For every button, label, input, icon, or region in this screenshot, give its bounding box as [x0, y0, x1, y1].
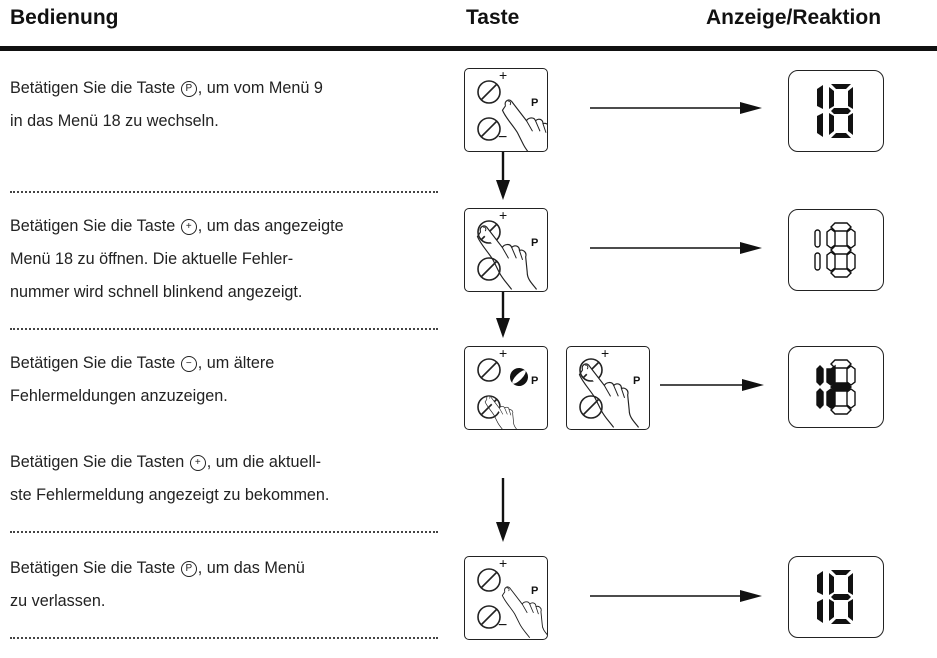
keypad-plus-label: +: [499, 68, 508, 83]
p-key-symbol-icon: P: [180, 561, 197, 577]
keypad-p-label: P: [531, 585, 539, 597]
keypad-p-label: P: [531, 97, 539, 109]
display-digits-18: [817, 570, 853, 624]
step-5-line-1-pre: Betätigen Sie die Taste: [10, 559, 176, 577]
column-header-key: Taste: [466, 6, 520, 29]
display-digits-18: [817, 84, 853, 138]
step-5-line-2: zu verlassen.: [10, 592, 106, 610]
step-2-text: Betätigen Sie die Taste +, um das angeze…: [10, 210, 438, 309]
column-header-operation: Bedienung: [10, 6, 119, 29]
hand-pressing-icon: [477, 393, 527, 430]
step-2-line-2: Menü 18 zu öffnen. Die aktuelle Fehler-: [10, 250, 294, 268]
keypad-press-p: + − P: [464, 68, 548, 152]
keypad-plus-label: +: [601, 346, 610, 361]
step-1-line-1-pre: Betätigen Sie die Taste: [10, 79, 176, 97]
hand-pressing-icon: [501, 95, 548, 152]
step-4-line-2: ste Fehlermeldung angezeigt zu bekommen.: [10, 486, 330, 504]
keypad-plus-label: +: [499, 556, 508, 571]
keypad-press-plus: + P: [464, 208, 548, 292]
step-3-line-1-post: , um ältere: [197, 354, 275, 372]
dotted-separator: [10, 637, 438, 639]
seven-segment-display-icon: [788, 209, 884, 291]
display-digits-blinking: [814, 222, 856, 278]
step-1-text: Betätigen Sie die Taste P, um vom Menü 9…: [10, 72, 438, 138]
seven-segment-display-icon: [788, 556, 884, 638]
keypad-press-minus: + P: [464, 346, 548, 430]
keypad-press-plus: + P: [566, 346, 650, 430]
plus-key-symbol-icon: +: [180, 219, 197, 235]
step-3-line-2: Fehlermeldungen anzuzeigen.: [10, 387, 228, 405]
step-1-line-2: in das Menü 18 zu wechseln.: [10, 112, 219, 130]
arrow-right-icon: [590, 102, 762, 114]
display-digits-older: [816, 359, 856, 415]
keypad-minus-label: −: [498, 617, 508, 634]
arrow-right-icon: [590, 242, 762, 254]
plus-key-symbol-icon: +: [189, 455, 206, 471]
step-5-line-1-post: , um das Menü: [197, 559, 305, 577]
dotted-separator: [10, 328, 438, 330]
hand-pressing-icon: [475, 221, 539, 291]
step-4-line-1-post: , um die aktuell-: [206, 453, 322, 471]
step-3-text: Betätigen Sie die Taste −, um ältere Feh…: [10, 347, 438, 413]
step-5-text: Betätigen Sie die Taste P, um das Menü z…: [10, 552, 438, 618]
keypad-minus-label: −: [498, 129, 508, 146]
dotted-separator: [10, 191, 438, 193]
keypad-p-label: P: [633, 375, 641, 387]
dotted-separator: [10, 531, 438, 533]
keypad-p-label: P: [531, 375, 539, 387]
header-rule: [0, 46, 937, 51]
arrow-down-icon: [496, 478, 510, 542]
step-2-line-1-pre: Betätigen Sie die Taste: [10, 217, 176, 235]
column-header-display: Anzeige/Reaktion: [706, 6, 882, 29]
arrow-right-icon: [590, 590, 762, 602]
step-4-line-1-pre: Betätigen Sie die Tasten: [10, 453, 185, 471]
keypad-press-p: + − P: [464, 556, 548, 640]
hand-pressing-icon: [501, 583, 548, 639]
arrow-down-icon: [496, 152, 510, 200]
seven-segment-display-icon: [788, 346, 884, 428]
step-1-line-1-post: , um vom Menü 9: [197, 79, 323, 97]
keypad-plus-label: +: [499, 346, 508, 361]
seven-segment-display-icon: [788, 70, 884, 152]
step-3-line-1-pre: Betätigen Sie die Taste: [10, 354, 176, 372]
step-2-line-1-post: , um das angezeigte: [197, 217, 344, 235]
step-4-text: Betätigen Sie die Tasten +, um die aktue…: [10, 446, 438, 512]
minus-key-symbol-icon: −: [180, 356, 197, 372]
keypad-p-label: P: [531, 237, 539, 249]
p-key-symbol-icon: P: [180, 81, 197, 97]
arrow-down-icon: [496, 292, 510, 338]
keypad-plus-label: +: [499, 208, 508, 223]
p-button-pressed-icon: [510, 368, 528, 386]
arrow-right-icon: [660, 379, 764, 391]
hand-pressing-icon: [577, 359, 641, 429]
step-2-line-3: nummer wird schnell blinkend angezeigt.: [10, 283, 303, 301]
